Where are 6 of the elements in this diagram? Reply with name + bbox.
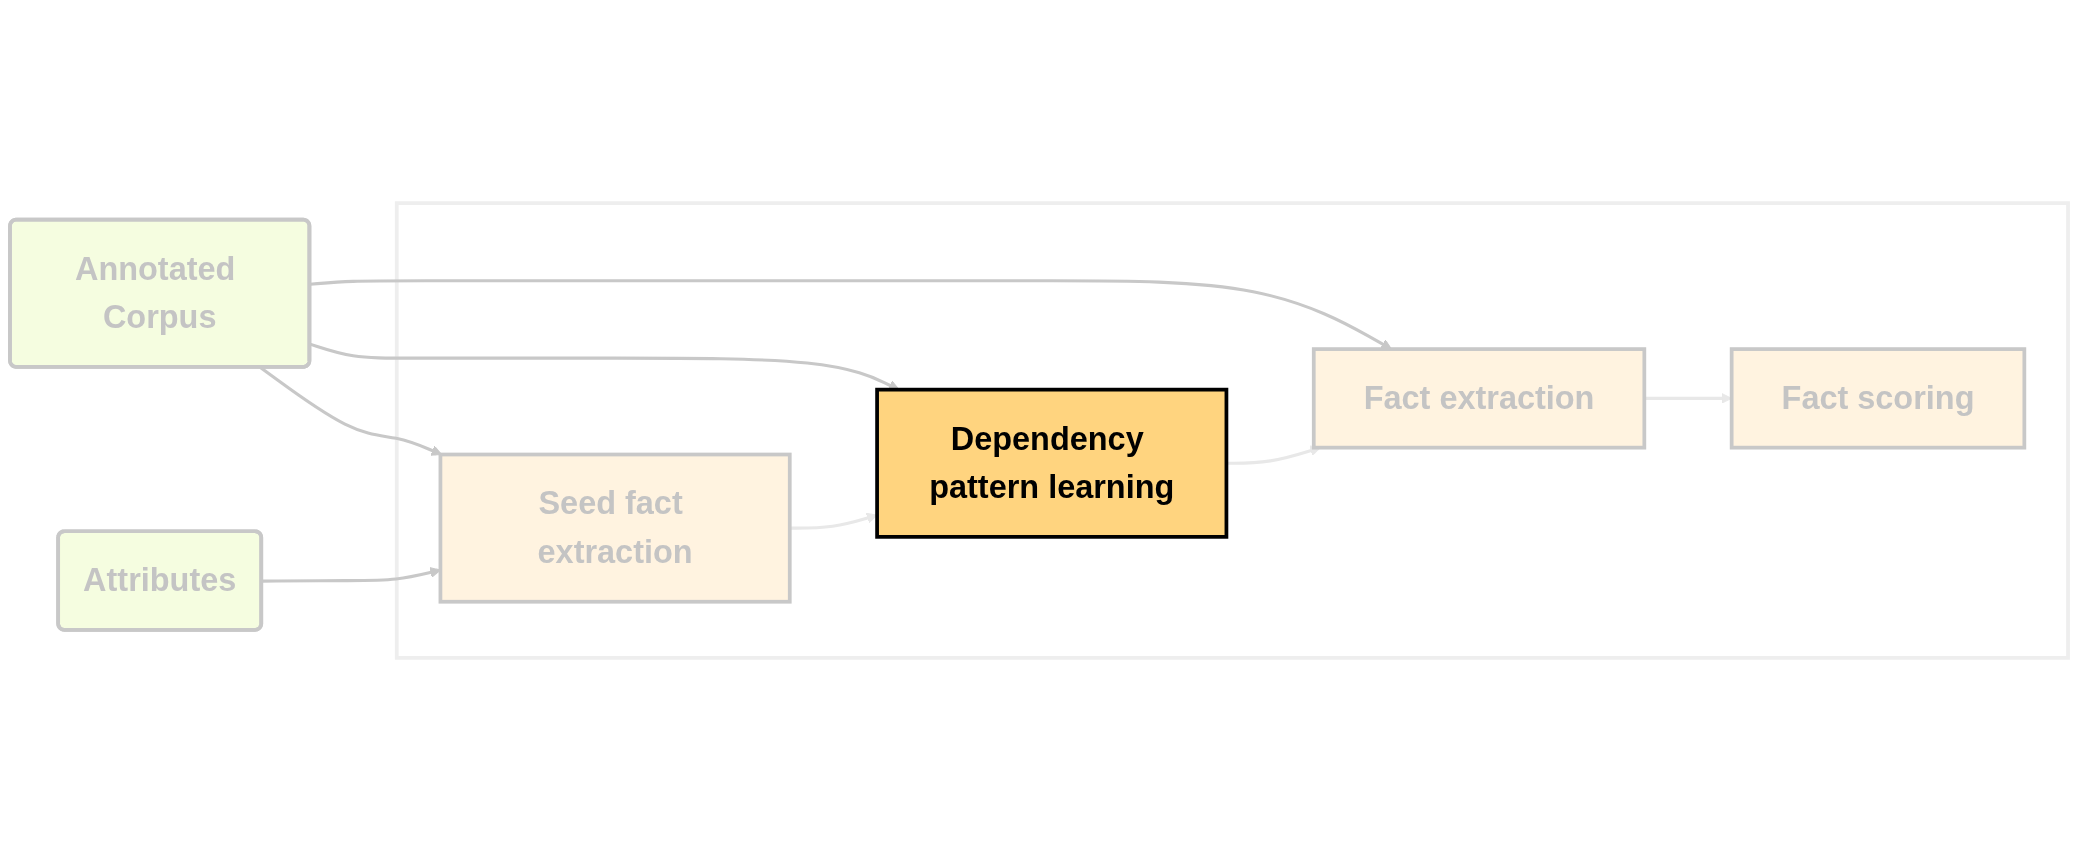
node-box: Dependency pattern learning — [875, 387, 1229, 539]
node-box: Seed fact extraction — [438, 452, 792, 604]
arrow — [259, 366, 443, 456]
cluster — [394, 201, 2070, 660]
node-box: Fact scoring — [1729, 347, 2027, 450]
node-box: Fact extraction — [1311, 347, 1647, 450]
